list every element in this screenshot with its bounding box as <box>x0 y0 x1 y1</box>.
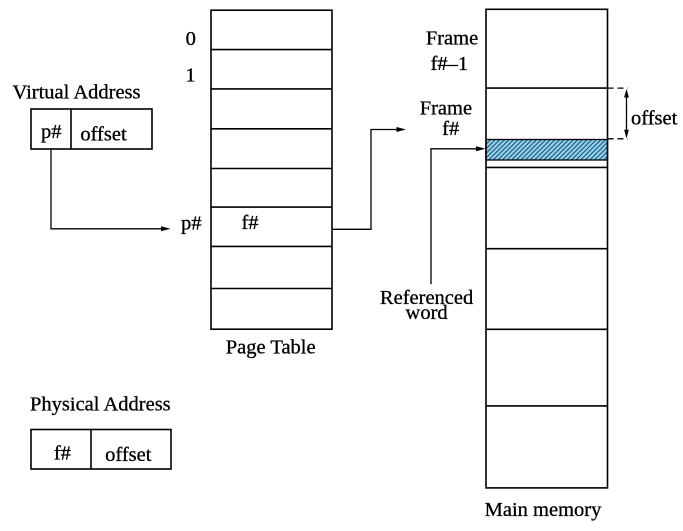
svg-text:1: 1 <box>185 64 195 86</box>
svg-text:Frame: Frame <box>420 98 472 120</box>
svg-text:f#: f# <box>241 212 258 234</box>
svg-text:Frame: Frame <box>426 28 478 50</box>
svg-text:f#: f# <box>442 118 459 140</box>
svg-text:0: 0 <box>186 28 196 50</box>
svg-text:p#: p# <box>41 121 62 143</box>
svg-text:word: word <box>406 302 448 324</box>
svg-text:f#–1: f#–1 <box>431 53 469 75</box>
svg-text:offset: offset <box>80 124 127 146</box>
svg-text:p#: p# <box>181 213 202 235</box>
svg-text:Main memory: Main memory <box>485 499 602 521</box>
svg-text:offset: offset <box>631 107 678 129</box>
svg-text:Physical Address: Physical Address <box>30 394 171 416</box>
svg-text:Virtual Address: Virtual Address <box>13 82 141 104</box>
svg-text:offset: offset <box>105 444 152 466</box>
svg-text:Referenced: Referenced <box>380 287 473 309</box>
svg-text:Page Table: Page Table <box>226 337 316 359</box>
svg-text:f#: f# <box>54 442 71 464</box>
